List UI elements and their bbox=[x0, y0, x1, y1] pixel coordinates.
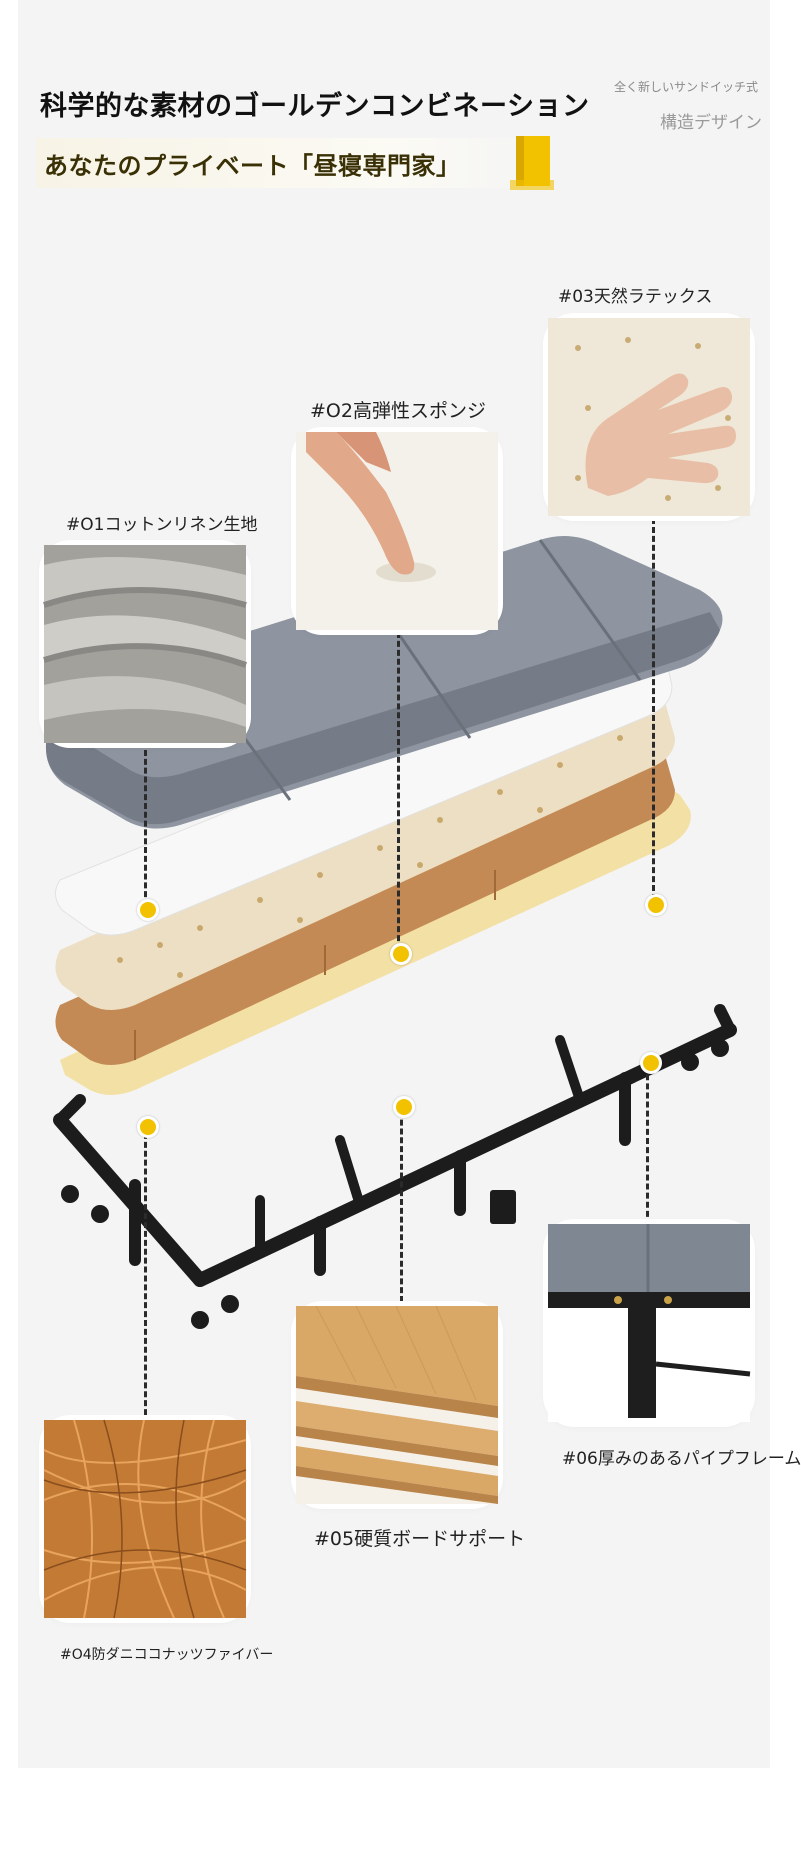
connector-line-06 bbox=[646, 1056, 649, 1226]
plywood-board-image bbox=[296, 1305, 498, 1504]
connector-line-03 bbox=[652, 518, 655, 900]
page-title: 科学的な素材のゴールデンコンビネーション bbox=[40, 91, 590, 122]
marker-dot-03 bbox=[645, 894, 667, 916]
sponge-press-image bbox=[296, 432, 498, 630]
connector-line-02 bbox=[397, 632, 400, 950]
label-layer-05: #05硬質ボードサポート bbox=[314, 1528, 526, 1550]
mattress-layers-illustration bbox=[45, 536, 737, 1329]
marker-dot-05 bbox=[393, 1096, 415, 1118]
fabric-top-layer bbox=[45, 536, 723, 829]
connector-line-04 bbox=[144, 1124, 147, 1424]
marker-dot-01 bbox=[137, 899, 159, 921]
steel-frame bbox=[53, 1004, 737, 1287]
linen-fabric-image bbox=[43, 545, 247, 743]
label-layer-04: #O4防ダニココナッツファイバー bbox=[60, 1647, 274, 1663]
latex-layer bbox=[55, 694, 676, 1010]
label-layer-06: #06厚みのあるパイプフレーム bbox=[562, 1449, 801, 1469]
marker-dot-04 bbox=[137, 1116, 159, 1138]
connector-line-05 bbox=[400, 1102, 403, 1302]
subtitle-highlight bbox=[36, 138, 556, 188]
structure-tag-large: 構造デザイン bbox=[660, 113, 762, 133]
pipe-frame-image bbox=[548, 1224, 751, 1422]
label-layer-02: #O2高弾性スポンジ bbox=[310, 400, 486, 422]
connector-line-01 bbox=[144, 750, 147, 906]
structure-tag-small: 全く新しいサンドイッチ式 bbox=[614, 80, 759, 94]
page-subtitle: あなたのプライベート「昼寝専門家」 bbox=[44, 152, 461, 180]
marker-dot-06 bbox=[640, 1052, 662, 1074]
latex-hand-image bbox=[548, 318, 750, 516]
label-layer-03: #03天然ラテックス bbox=[558, 287, 713, 307]
accent-block-icon bbox=[510, 136, 554, 190]
marker-dot-02 bbox=[390, 943, 412, 965]
coconut-fiber-image bbox=[43, 1419, 247, 1619]
label-layer-01: #O1コットンリネン生地 bbox=[66, 515, 258, 535]
caster-wheels bbox=[61, 1039, 729, 1329]
